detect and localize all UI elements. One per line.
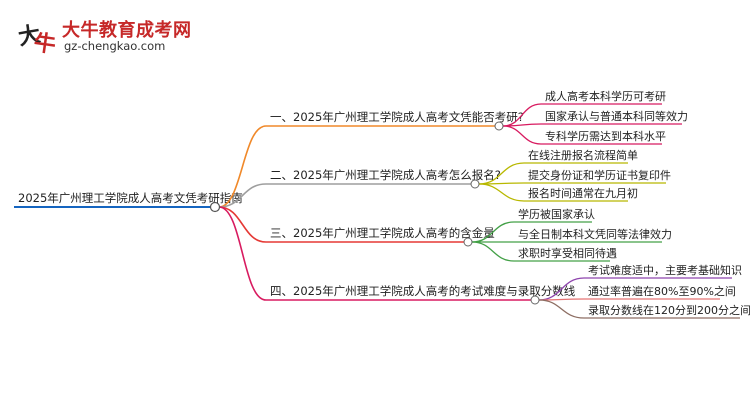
branch-connector xyxy=(218,206,267,243)
leaf-label: 成人高考本科学历可考研 xyxy=(545,89,666,103)
leaf-label: 通过率普遍在80%至90%之间 xyxy=(588,284,736,298)
branch-node xyxy=(470,179,480,189)
branch-connector xyxy=(218,206,267,301)
leaf-label: 录取分数线在120分到200分之间 xyxy=(588,303,750,317)
leaf-label: 求职时享受相同待遇 xyxy=(518,246,617,260)
leaf-label: 报名时间通常在九月初 xyxy=(528,186,638,200)
leaf-connector xyxy=(471,241,515,262)
leaf-label: 考试难度适中，主要考基础知识 xyxy=(588,263,742,277)
branch-label: 三、2025年广州理工学院成人高考的含金量 xyxy=(270,226,495,240)
leaf-label: 专科学历需达到本科水平 xyxy=(545,129,666,143)
leaf-label: 在线注册报名流程简单 xyxy=(528,148,638,162)
leaf-connector xyxy=(502,125,542,145)
leaf-label: 提交身份证和学历证书复印件 xyxy=(528,168,671,182)
branch-connector xyxy=(218,183,267,208)
leaf-label: 国家承认与普通本科同等效力 xyxy=(545,109,688,123)
root-topic-label: 2025年广州理工学院成人高考文凭考研指南 xyxy=(18,191,243,205)
branch-node xyxy=(494,121,504,131)
brand-title: 大牛教育成考网 xyxy=(62,20,192,41)
leaf-label: 学历被国家承认 xyxy=(518,207,595,221)
branch-label: 二、2025年广州理工学院成人高考怎么报名? xyxy=(270,168,501,182)
branch-connector xyxy=(218,125,267,208)
brand-url: gz-chengkao.com xyxy=(64,39,166,53)
branch-node xyxy=(463,237,473,247)
branch-label: 四、2025年广州理工学院成人高考的考试难度与录取分数线 xyxy=(270,284,576,298)
branch-node xyxy=(530,295,540,305)
branch-label: 一、2025年广州理工学院成人高考文凭能否考研? xyxy=(270,110,524,124)
brand-logo[interactable]: 大 牛 大牛教育成考网 gz-chengkao.com xyxy=(14,14,244,58)
leaf-connector xyxy=(478,183,525,202)
leaf-label: 与全日制本科文凭同等法律效力 xyxy=(518,227,672,241)
root-node xyxy=(209,201,221,213)
leaf-connector xyxy=(538,299,585,319)
